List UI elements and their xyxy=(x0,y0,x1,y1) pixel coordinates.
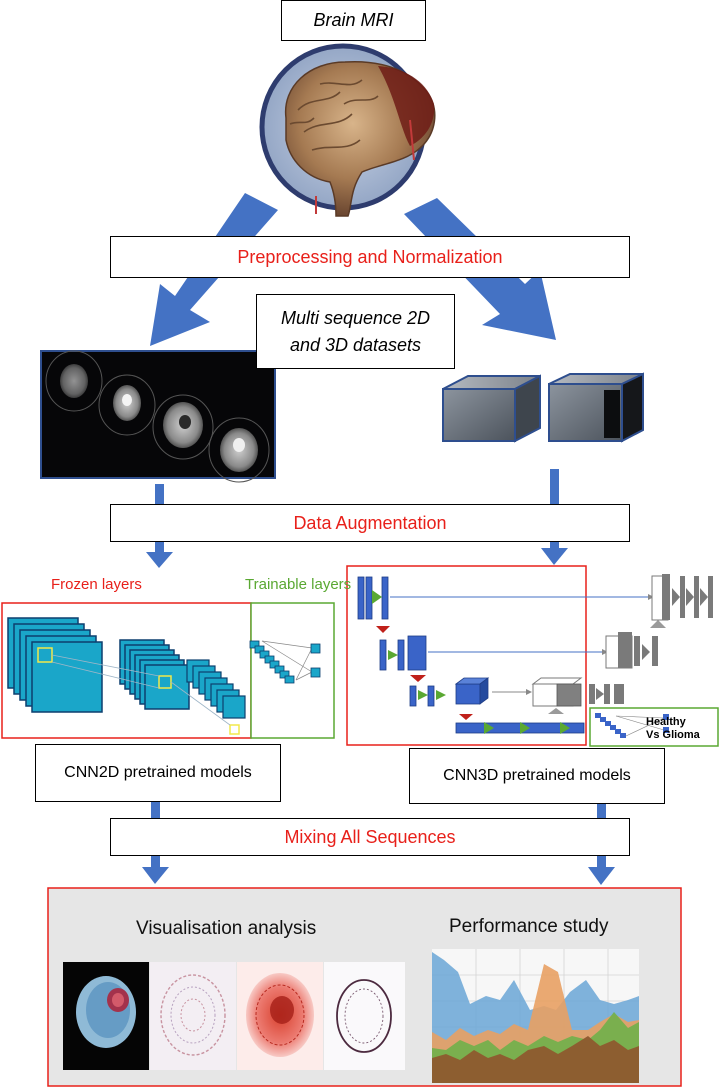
mixing-box: Mixing All Sequences xyxy=(110,818,630,856)
cnn3d-frame xyxy=(346,565,587,746)
arrow-cnn2d-to-mixing xyxy=(151,802,160,818)
augmentation-box: Data Augmentation xyxy=(110,504,630,542)
cnn3d-diagram xyxy=(346,565,654,746)
classifier-output-label: Healthy Vs Glioma xyxy=(646,716,700,742)
cnn3d-model-box: CNN3D pretrained models xyxy=(409,748,665,804)
trainable-layers-label: Trainable layers xyxy=(245,576,352,593)
arrow-cnn3d-to-mixing xyxy=(597,804,606,818)
brain-mri-title-text: Brain MRI xyxy=(313,10,394,30)
visualisation-images xyxy=(63,962,405,1070)
datasets-box: Multi sequence 2D and 3D datasets xyxy=(256,294,455,369)
visualisation-title: Visualisation analysis xyxy=(136,918,317,939)
output-line-healthy: Healthy xyxy=(646,716,686,728)
cnn3d-classifier xyxy=(589,707,719,747)
arrow-augmentation-to-cnn3d xyxy=(541,540,568,565)
cnn2d-model-label: CNN2D pretrained models xyxy=(64,764,252,781)
performance-title: Performance study xyxy=(449,916,609,937)
arrow-mixing-to-performance xyxy=(588,855,615,885)
mri-2d-slices xyxy=(40,350,276,483)
mixing-label: Mixing All Sequences xyxy=(284,826,456,847)
cnn2d-diagram xyxy=(1,602,335,739)
frozen-layers-label: Frozen layers xyxy=(51,576,142,593)
augmentation-label: Data Augmentation xyxy=(293,512,447,533)
trainable-layers-frame xyxy=(250,602,335,739)
datasets-label-line2: and 3D datasets xyxy=(289,334,422,355)
arrow-augmentation-to-cnn2d xyxy=(146,540,173,568)
datasets-label-line1: Multi sequence 2D xyxy=(280,307,431,328)
mri-3d-cubes xyxy=(442,372,644,443)
preprocessing-box: Preprocessing and Normalization xyxy=(110,236,630,278)
cnn3d-model-label: CNN3D pretrained models xyxy=(443,767,631,784)
preprocessing-label: Preprocessing and Normalization xyxy=(237,246,503,267)
performance-chart xyxy=(432,949,639,1083)
arrow-3d-to-augmentation xyxy=(550,469,559,504)
brain-mri-image xyxy=(259,43,436,217)
arrow-2d-to-augmentation xyxy=(155,484,164,504)
brain-mri-title: Brain MRI xyxy=(281,0,426,41)
cnn3d-decoder xyxy=(531,574,713,714)
output-line-glioma: Vs Glioma xyxy=(646,729,700,741)
cnn2d-model-box: CNN2D pretrained models xyxy=(35,744,281,802)
arrow-mixing-to-visualisation xyxy=(142,855,169,884)
